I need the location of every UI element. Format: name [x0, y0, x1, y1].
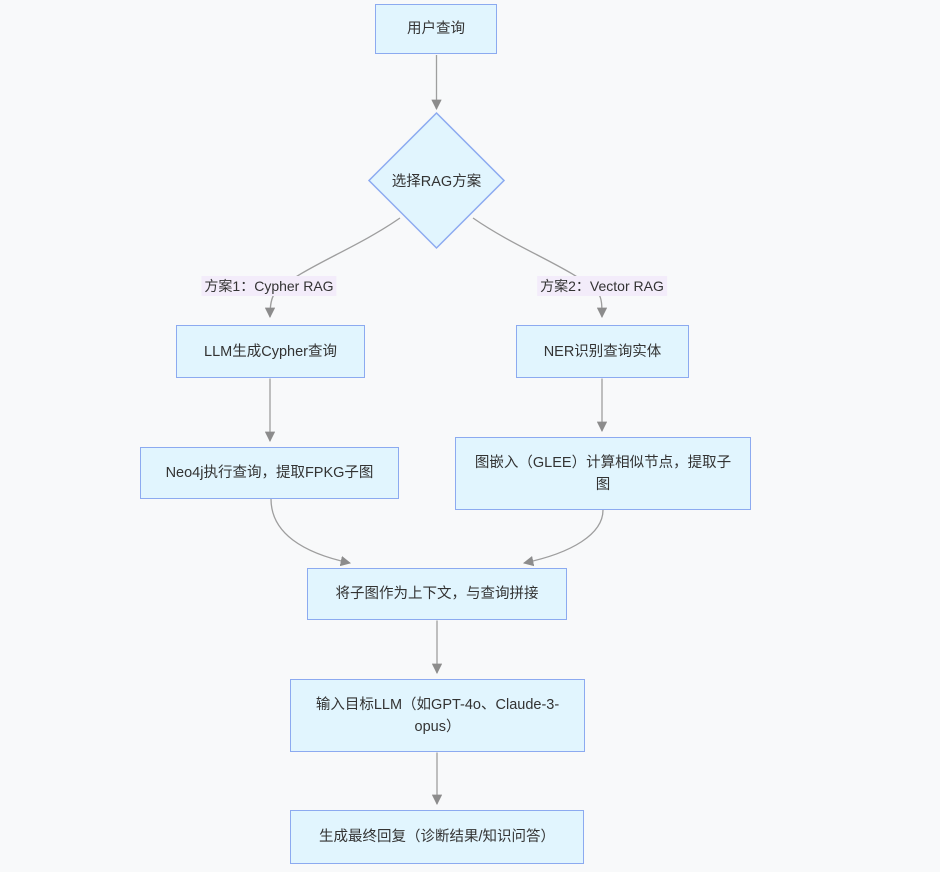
node-final-answer: 生成最终回复（诊断结果/知识问答）: [290, 810, 584, 864]
node-llm-generate-cypher: LLM生成Cypher查询: [176, 325, 365, 378]
node-target-llm-input: 输入目标LLM（如GPT-4o、Claude-3-opus）: [290, 679, 585, 752]
edge-label-plan2-vector-rag: 方案2：Vector RAG: [537, 276, 667, 296]
edge-label-plan1-cypher-rag: 方案1：Cypher RAG: [201, 276, 337, 296]
node-choose-rag-label: 选择RAG方案: [391, 173, 482, 190]
node-merge-subgraph-context: 将子图作为上下文，与查询拼接: [307, 568, 567, 620]
node-neo4j-query-subgraph: Neo4j执行查询，提取FPKG子图: [140, 447, 399, 499]
edge-neo4j-to-merge: [270, 498, 352, 567]
edge-choose-rag-to-ner: [472, 217, 608, 319]
edge-glee-to-merge: [522, 509, 604, 567]
node-user-query: 用户查询: [375, 4, 497, 54]
node-glee-embedding-subgraph: 图嵌入（GLEE）计算相似节点，提取子图: [455, 437, 751, 510]
edge-choose-rag-to-llm-cypher: [264, 217, 401, 319]
decision-diamond-shape: [367, 111, 506, 250]
node-ner-entity-recognition: NER识别查询实体: [516, 325, 689, 378]
